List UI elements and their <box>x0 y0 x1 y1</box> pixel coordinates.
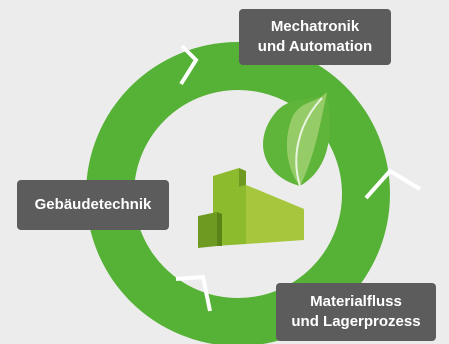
building-hall-front <box>246 185 304 244</box>
ring-separator-top <box>179 44 199 86</box>
label-mechatronik-automation: Mechatronik und Automation <box>239 9 391 65</box>
label-gebaeudetechnik-line1: Gebäudetechnik <box>34 196 152 213</box>
building-hall-side <box>215 185 246 246</box>
label-gebaeudetechnik: Gebäudetechnik <box>17 180 169 230</box>
ring-separator-right <box>364 168 422 200</box>
ring-separator-bottom <box>175 274 212 312</box>
building-front-block-face <box>217 212 222 246</box>
building-front-block <box>198 212 217 248</box>
label-mechatronik-line1: Mechatronik <box>270 18 360 35</box>
leaf-vein <box>295 97 323 187</box>
label-materialfluss-lagerprozess: Materialfluss und Lagerprozess <box>276 283 436 341</box>
factory-with-leaf-icon <box>198 92 330 248</box>
label-materialfluss-line1: Materialfluss <box>310 293 402 310</box>
label-materialfluss-line2: und Lagerprozess <box>291 313 421 330</box>
label-mechatronik-line2: und Automation <box>257 38 373 55</box>
